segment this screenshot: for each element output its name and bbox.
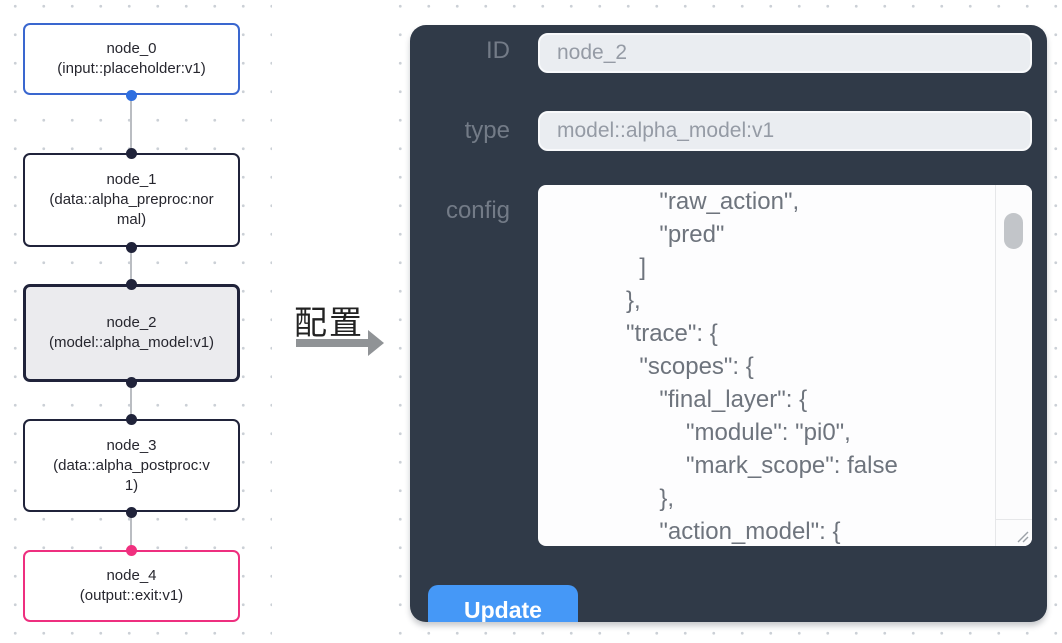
edge-node2-node3 [130, 382, 132, 419]
edge-node3-node4 [130, 512, 132, 550]
node3-input-port[interactable] [126, 414, 137, 425]
edge-node1-node2 [130, 247, 132, 284]
node-title: node_1 [106, 171, 157, 188]
right-arrow-icon [296, 339, 370, 347]
type-input[interactable]: model::alpha_model:v1 [538, 111, 1032, 151]
node0-output-port[interactable] [126, 90, 137, 101]
node-subtitle: (data::alpha_postproc:v1) [53, 456, 210, 494]
node-subtitle: (model::alpha_model:v1) [48, 334, 215, 351]
node-title: node_4 [106, 567, 157, 584]
node-node_2-selected[interactable]: node_2 (model::alpha_model:v1) [23, 284, 240, 382]
resize-handle-icon [1017, 531, 1029, 543]
node-subtitle: (data::alpha_preproc:normal) [49, 191, 214, 228]
type-field-label: type [464, 117, 510, 144]
resize-corner[interactable] [995, 519, 1032, 546]
id-input-value: node_2 [557, 41, 628, 64]
edge-node0-node1 [130, 95, 132, 153]
scrollbar-thumb[interactable] [1004, 213, 1023, 249]
scrollbar-track[interactable] [995, 185, 1032, 520]
config-json-text: "raw_action", "pred" ] }, "trace": { "sc… [626, 188, 898, 545]
node-title: node_0 [106, 40, 157, 57]
node-node_3[interactable]: node_3 (data::alpha_postproc:v1) [23, 419, 240, 512]
node2-output-port[interactable] [126, 377, 137, 388]
right-arrow-head-icon [368, 330, 384, 356]
type-input-value: model::alpha_model:v1 [557, 119, 775, 142]
id-input[interactable]: node_2 [538, 33, 1032, 73]
node-node_0[interactable]: node_0 (input::placeholder:v1) [23, 23, 240, 95]
node-node_4[interactable]: node_4 (output::exit:v1) [23, 550, 240, 622]
node1-input-port[interactable] [126, 148, 137, 159]
config-field-label: config [445, 197, 510, 224]
config-textarea[interactable]: "raw_action", "pred" ] }, "trace": { "sc… [538, 185, 1032, 546]
config-panel: ID node_2 type model::alpha_model:v1 con… [410, 25, 1047, 622]
node-subtitle: (input::placeholder:v1) [57, 60, 206, 77]
node2-input-port[interactable] [126, 279, 137, 290]
update-button[interactable]: Update [428, 585, 578, 622]
id-field-label: ID [486, 37, 510, 64]
node-node_1[interactable]: node_1 (data::alpha_preproc:normal) [23, 153, 240, 247]
node-subtitle: (output::exit:v1) [79, 587, 184, 604]
node3-output-port[interactable] [126, 507, 137, 518]
configure-label: 配置 [294, 304, 364, 341]
node1-output-port[interactable] [126, 242, 137, 253]
node-title: node_2 [106, 314, 157, 331]
node4-input-port[interactable] [126, 545, 137, 556]
node-title: node_3 [106, 436, 157, 454]
